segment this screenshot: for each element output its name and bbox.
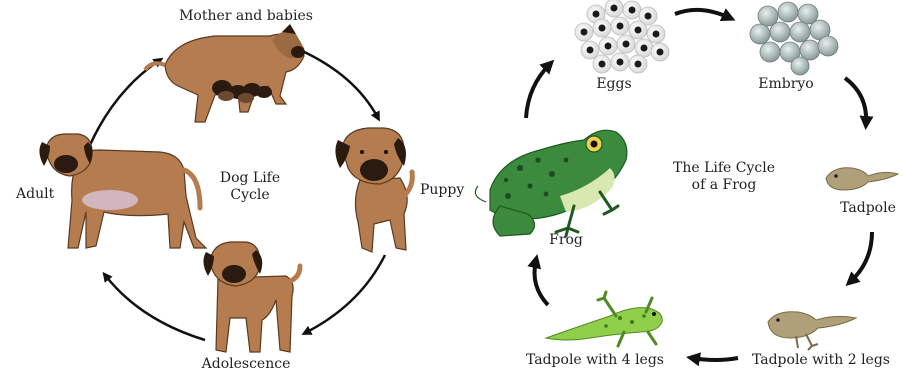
arrow-adolescence-to-adult	[105, 275, 205, 340]
adolescent-dog-illustration	[203, 242, 300, 352]
label-puppy: Puppy	[420, 182, 464, 199]
mother-dog-illustration	[145, 24, 305, 122]
frog-cycle-title-line1: The Life Cycle	[673, 160, 775, 177]
frog-cycle-title-line2: of a Frog	[673, 177, 775, 194]
adult-dog-illustration	[39, 134, 206, 248]
embryo-illustration	[750, 2, 838, 75]
arrow-frog-to-eggs	[526, 64, 550, 118]
dog-cycle-title: Dog Life Cycle	[220, 170, 280, 204]
tadpole-illustration	[826, 168, 898, 190]
tadpole-2-legs-illustration	[768, 312, 856, 350]
arrow-eggs-to-embryo	[675, 10, 730, 18]
label-eggs: Eggs	[596, 76, 631, 93]
label-tadpole-2-legs: Tadpole with 2 legs	[752, 352, 890, 369]
frog-illustration	[475, 130, 627, 236]
frog-cycle-title: The Life Cycle of a Frog	[673, 160, 775, 194]
label-embryo: Embryo	[758, 76, 814, 93]
label-adolescence: Adolescence	[202, 356, 291, 373]
label-adult: Adult	[16, 186, 54, 203]
puppy-illustration	[335, 128, 412, 252]
label-frog: Frog	[549, 232, 583, 249]
tadpole-4-legs-illustration	[546, 292, 662, 346]
eggs-illustration	[575, 0, 669, 73]
label-mother-and-babies: Mother and babies	[179, 8, 313, 25]
arrow-4legs-to-frog	[535, 260, 549, 305]
arrow-puppy-to-adolescence	[305, 255, 385, 333]
label-tadpole-4-legs: Tadpole with 4 legs	[526, 352, 664, 369]
arrow-adult-to-mother	[90, 60, 160, 145]
dog-cycle-title-line1: Dog Life	[220, 170, 280, 187]
arrow-embryo-to-tadpole	[845, 78, 866, 124]
arrow-tadpole-to-2legs	[850, 232, 872, 282]
arrow-mother-to-puppy	[300, 50, 378, 118]
dog-cycle-title-line2: Cycle	[220, 187, 280, 204]
label-tadpole: Tadpole	[840, 200, 896, 217]
arrow-2legs-to-4legs	[692, 358, 738, 360]
